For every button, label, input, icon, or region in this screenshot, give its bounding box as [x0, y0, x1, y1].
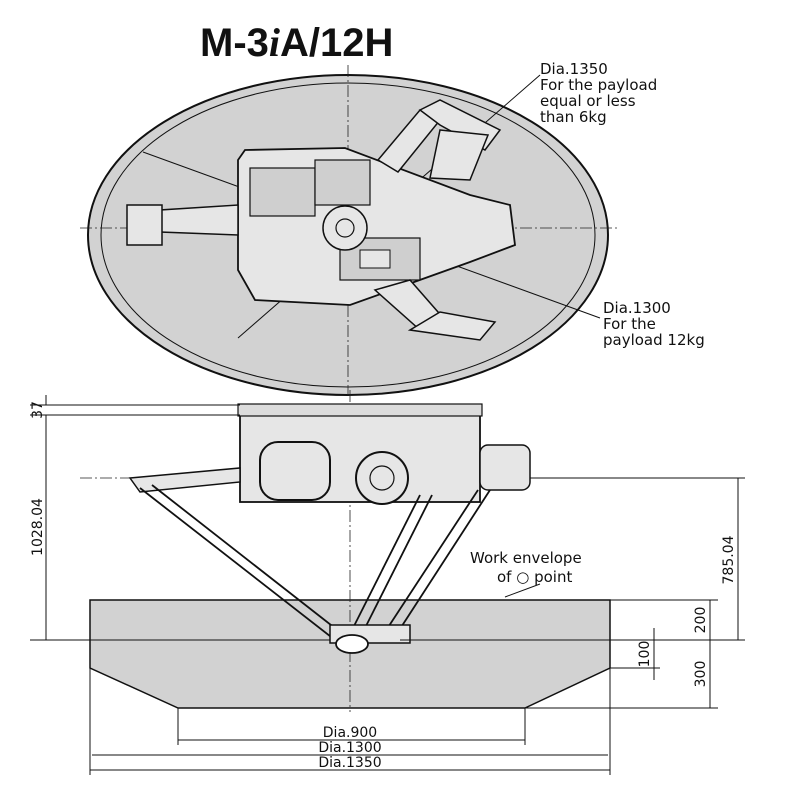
drawing-title: M-3iA/12H: [200, 20, 393, 65]
arm-upper-right: [376, 99, 502, 181]
connector-plate: [359, 249, 391, 269]
motor-rounded: [259, 441, 331, 501]
arm-lower-right: [373, 279, 497, 341]
dim-dia1300: Dia.1300: [318, 740, 381, 756]
top-view: Dia.1350 For the payload equal or less t…: [80, 60, 705, 396]
callout-dia1350: Dia.1350 For the payload equal or less t…: [540, 60, 657, 126]
motor-block-2: [314, 159, 371, 206]
gear-motor: [355, 451, 409, 505]
parallel-links: [139, 484, 491, 641]
callout-dia1350-line4: than 6kg: [540, 108, 607, 126]
title-suffix: A/12H: [280, 21, 393, 65]
dim-100: 100: [637, 641, 653, 668]
leader-work-envelope: [504, 583, 541, 598]
central-wrist-inner: [335, 218, 355, 238]
tool-center-point: [335, 634, 369, 654]
side-view: Work envelope of ○ point 37 1028.04 785.…: [30, 390, 745, 775]
callout-dia1350-line3: equal or less: [540, 92, 636, 110]
central-wrist: [322, 205, 368, 251]
callout-dia1300-line3: payload 12kg: [603, 331, 705, 349]
callout-dia1300-line1: Dia.1300: [603, 299, 671, 317]
callout-dia1350-line2: For the payload: [540, 76, 657, 94]
arm-left: [126, 204, 239, 246]
callout-dia1350-line1: Dia.1350: [540, 60, 608, 78]
dim-dia900: Dia.900: [323, 725, 377, 741]
callout-dia1300-line2: For the: [603, 315, 656, 333]
dim-785: 785.04: [721, 535, 737, 584]
dim-37: 37: [30, 401, 46, 419]
title-prefix: M-3: [200, 21, 269, 65]
gear-motor-inner: [369, 465, 395, 491]
motor-block-1: [249, 167, 316, 217]
work-envelope-line2: of ○ point: [497, 568, 572, 586]
housing-top-plate: [237, 403, 483, 417]
housing-right-cap: [479, 444, 531, 491]
title-italic: i: [269, 20, 280, 65]
dim-1028: 1028.04: [30, 498, 46, 556]
dim-200: 200: [693, 607, 709, 634]
dim-300: 300: [693, 661, 709, 688]
left-upper-arm: [128, 467, 241, 493]
callout-dia1300: Dia.1300 For the payload 12kg: [603, 299, 705, 349]
dim-dia1350: Dia.1350: [318, 755, 381, 771]
work-envelope-line1: Work envelope: [470, 549, 582, 567]
